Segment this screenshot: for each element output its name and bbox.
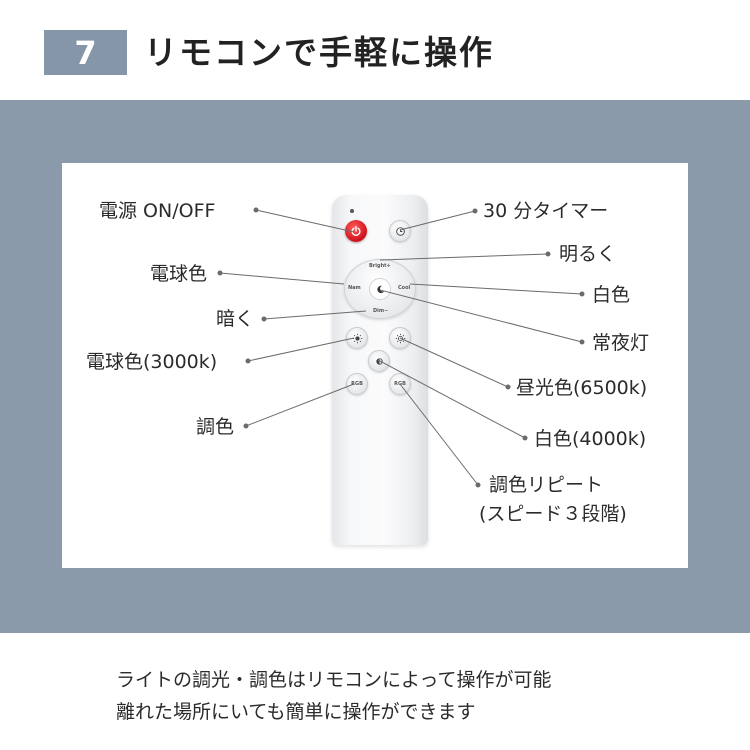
leader-dot-tone: [243, 423, 249, 429]
label-power: 電源 ON/OFF: [99, 200, 216, 222]
moon-icon: [376, 285, 384, 293]
leader-dot-bright: [545, 251, 551, 257]
leader-daylight: [399, 337, 509, 388]
section-title: リモコンで手軽に操作: [144, 33, 494, 72]
leader-dot-white-4000: [522, 435, 528, 441]
power-button: [345, 220, 367, 242]
leader-warm: [219, 272, 345, 285]
section-number-badge: 7: [44, 30, 127, 75]
label-repeat-line1: 調色リピート: [489, 474, 604, 496]
dimmer-dpad: Bright+ Dim− Nam Cool: [344, 259, 416, 319]
remote-control: Bright+ Dim− Nam Cool: [332, 195, 428, 545]
header: 7 リモコンで手軽に操作: [0, 0, 750, 100]
leader-dot-warm-3000: [245, 358, 251, 364]
description: ライトの調光・調色はリモコンによって操作が可能 離れた場所にいても簡単に操作がで…: [116, 664, 676, 728]
label-timer: 30 分タイマー: [483, 200, 609, 222]
leader-dim: [263, 310, 367, 320]
indicator-led: [350, 209, 354, 213]
description-line2: 離れた場所にいても簡単に操作ができます: [116, 701, 476, 723]
description-line1: ライトの調光・調色はリモコンによって操作が可能: [116, 669, 552, 691]
leader-dot-white: [579, 291, 585, 297]
label-warm-3000k: 電球色(3000k): [86, 351, 218, 373]
label-daylight-6500k: 昼光色(6500k): [516, 377, 648, 399]
leader-timer: [399, 210, 476, 231]
leader-white-4000: [377, 359, 526, 439]
sun-outline-icon: [395, 333, 405, 343]
label-bright: 明るく: [559, 243, 617, 265]
warm-button-label: Nam: [348, 285, 361, 291]
label-night-light: 常夜灯: [592, 332, 650, 354]
leader-dot-night: [579, 339, 585, 345]
label-repeat-line2: (スピード３段階): [479, 503, 627, 525]
label-white: 白色: [592, 284, 631, 306]
leader-dot-repeat: [475, 482, 481, 488]
leader-dot-dim: [261, 316, 267, 322]
timer-button: [389, 220, 411, 242]
leader-dot-daylight: [505, 384, 511, 390]
power-icon: [351, 225, 361, 236]
label-warm: 電球色: [150, 263, 208, 285]
cool-button-label: Cool: [398, 285, 411, 291]
label-dim: 暗く: [216, 308, 255, 330]
leader-white: [409, 283, 583, 295]
label-white-4000k: 白色(4000k): [534, 428, 647, 450]
leader-dot-timer: [472, 208, 478, 214]
warm-3000k-button: [346, 327, 368, 349]
leader-tone: [245, 383, 355, 427]
night-light-button: [369, 278, 391, 300]
leader-night: [379, 289, 583, 343]
leader-warm-3000: [247, 337, 355, 362]
rgb-button: RGB: [346, 373, 368, 395]
bright-button-label: Bright+: [369, 263, 391, 269]
leader-bright: [379, 253, 549, 261]
sun-filled-icon: [352, 333, 362, 343]
leader-dot-warm: [217, 270, 223, 276]
leader-dot-power: [253, 207, 259, 213]
leader-power: [255, 209, 355, 233]
leader-repeat: [399, 383, 479, 486]
dim-button-label: Dim−: [373, 308, 389, 314]
clock-icon: [395, 226, 405, 236]
label-tone: 調色: [196, 416, 235, 438]
